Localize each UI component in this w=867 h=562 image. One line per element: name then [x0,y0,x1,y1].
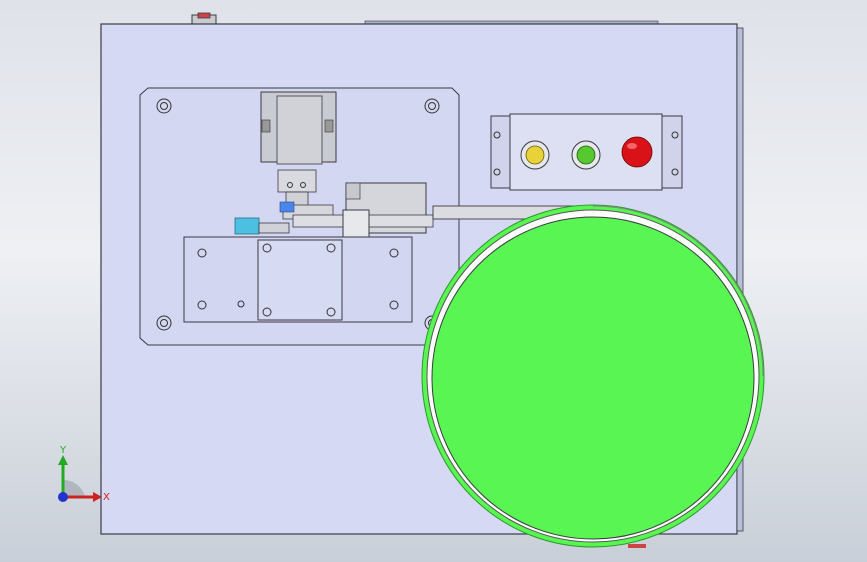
mechanism-base [183,236,413,323]
yellow-light-icon[interactable] [520,140,550,170]
green-light-icon[interactable] [571,140,601,170]
x-axis-label: X [103,492,110,503]
screw-icon [156,315,172,331]
screw-icon [156,98,172,114]
vibratory-bowl [421,204,765,548]
y-axis-label: Y [59,445,67,456]
coordinate-triad: Y X [58,445,110,503]
clamp-assembly [234,182,434,273]
red-light-icon[interactable] [621,136,653,168]
cylinder-block [260,91,337,193]
screw-icon [424,98,440,114]
top-knob [191,12,217,26]
